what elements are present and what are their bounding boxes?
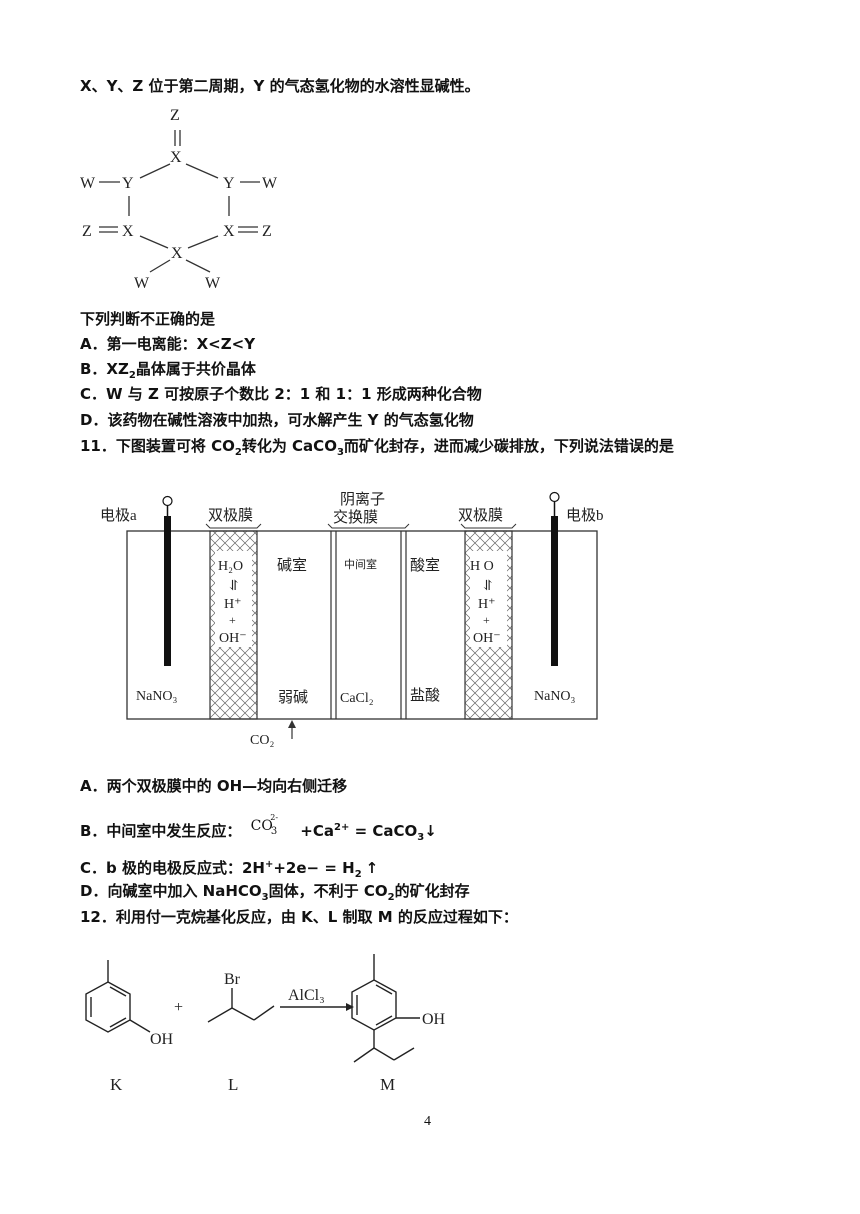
label-bp-h2o: H₂O [218,559,243,574]
label-bipolar-right: 双极膜 [458,507,503,524]
label-bp-plus: + [229,613,236,627]
label-nano3-left: NaNO₃ [136,689,178,704]
atom-w-left: W [80,175,96,192]
label-bp-plus-right: + [483,613,490,627]
atom-y-left: Y [122,175,134,192]
m-oh: OH [422,1011,446,1028]
electrolysis-cell-diagram: 电极a 电极b 双极膜 双极膜 阴离子 交换膜 H₂O ⥯ H⁺ + OH⁻ H… [100,491,604,748]
atom-z-left: Z [82,223,92,240]
q10-option-d: D．该药物在碱性溶液中加热，可水解产生 Y 的气态氢化物 [80,411,474,429]
atom-w-bottom-left: W [134,275,150,292]
q11-option-d: D．向碱室中加入 NaHCO3固体，不利于 CO2的矿化封存 [80,882,470,903]
atom-x-bottom: X [171,245,183,262]
q11-option-b: B．中间室中发生反应： CO32- +Ca2+ = CaCO3↓ [80,813,437,843]
friedel-crafts-reaction-diagram: OH + Br AlCl₃ OH K L M [85,954,446,1094]
label-anion-membrane-2: 交换膜 [333,508,378,526]
q10-intro: X、Y、Z 位于第二周期，Y 的气态氢化物的水溶性显碱性。 [80,77,480,95]
label-bp-oh-minus-right: OH⁻ [473,631,501,646]
catalyst-alcl3: AlCl₃ [288,987,325,1004]
atom-x-top: X [170,149,182,166]
k-oh: OH [150,1031,174,1048]
k-label: K [110,1075,123,1094]
l-br: Br [224,971,241,988]
label-bipolar-left: 双极膜 [208,507,253,524]
atom-w-bottom-right: W [205,275,221,292]
q10-option-b: B．XZ2晶体属于共价晶体 [80,360,256,381]
label-middle-room: 中间室 [344,557,377,571]
label-acid-room: 酸室 [410,557,440,574]
atom-x-left: X [122,223,134,240]
label-cacl2: CaCl₂ [340,691,374,706]
electrode-b [551,516,558,666]
atom-z-top: Z [170,107,180,124]
atom-z-right: Z [262,223,272,240]
l-label: L [228,1075,238,1094]
q12-stem: 12．利用付一克烷基化反应，由 K、L 制取 M 的反应过程如下： [80,908,518,926]
label-base-room: 碱室 [277,557,307,574]
plus-sign: + [174,999,183,1016]
atom-x-right: X [223,223,235,240]
label-electrode-a: 电极a [100,507,137,524]
q10-structure-diagram: Z X W Y Y W Z X X Z X W W [80,107,278,292]
label-bp-h-plus-right: H⁺ [478,597,496,612]
label-bp-h-plus: H⁺ [224,597,242,612]
label-anion-membrane-1: 阴离子 [340,491,385,508]
label-bp-oh-minus: OH⁻ [219,631,247,646]
electrode-a [164,516,171,666]
q11-option-a: A．两个双极膜中的 OH—均向右侧迁移 [80,777,348,795]
label-hcl: 盐酸 [410,687,440,704]
page-number: 4 [424,1114,431,1129]
q11-stem: 11．下图装置可将 CO2转化为 CaCO3而矿化封存，进而减少碳排放，下列说法… [80,437,674,458]
q10-option-c: C．W 与 Z 可按原子个数比 2：1 和 1：1 形成两种化合物 [80,385,482,403]
atom-y-right: Y [223,175,235,192]
label-nano3-right: NaNO₃ [534,689,576,704]
m-label: M [380,1075,395,1094]
label-weak-base: 弱碱 [278,689,308,706]
q10-stem: 下列判断不正确的是 [80,310,216,328]
atom-w-right: W [262,175,278,192]
label-co2: CO₂ [250,733,274,748]
q11-option-c: C．b 极的电极反应式：2H++2e− = H2↑ [80,859,379,880]
label-electrode-b: 电极b [566,507,604,524]
label-bp-arrow-right: ⥯ [482,579,494,594]
label-bp-h2o-right: H O [470,559,494,574]
label-bp-arrow-left: ⥯ [228,579,240,594]
q10-option-a: A．第一电离能：X<Z<Y [80,335,256,353]
